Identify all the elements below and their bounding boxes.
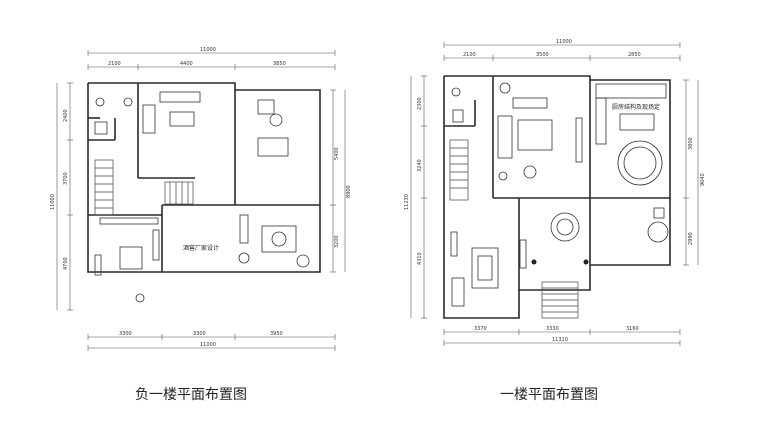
basement-top-seg-1: 2100 <box>108 61 121 67</box>
ground-left-seg-1: 2300 <box>417 97 423 110</box>
basement-top-seg-3: 3850 <box>273 61 286 67</box>
basement-bottom-seg-2: 3300 <box>193 331 206 337</box>
basement-walls <box>87 82 321 273</box>
basement-bottom-seg-3: 3950 <box>270 331 283 337</box>
basement-left-seg-1: 2400 <box>63 109 69 122</box>
ground-top-seg-2: 3500 <box>536 52 549 58</box>
ground-bottom-dimensions: 3370 3330 3160 11310 <box>443 326 681 346</box>
basement-bottom-dimensions: 3300 3300 3950 11000 <box>87 331 336 351</box>
ground-furniture <box>450 82 669 307</box>
ground-bottom-seg-1: 3370 <box>474 326 487 332</box>
basement-bottom-seg-1: 3300 <box>119 331 132 337</box>
ground-right-dimensions: 3800 2990 9040 <box>683 79 706 266</box>
ground-left-dimensions: 2300 3240 4310 11230 <box>404 75 427 319</box>
basement-left-seg-2: 3700 <box>63 172 69 185</box>
ground-left-total: 11230 <box>404 194 410 210</box>
basement-floor-plan: 11000 2100 4400 3850 <box>50 47 352 351</box>
basement-bottom-total: 11000 <box>200 342 216 348</box>
ground-plan-caption: 一楼平面布置图 <box>500 387 598 403</box>
basement-plan-caption: 负一楼平面布置图 <box>135 387 247 403</box>
ground-right-total: 9040 <box>700 173 706 186</box>
ground-top-total: 11000 <box>556 39 572 45</box>
basement-left-total: 11000 <box>50 194 56 210</box>
ground-bottom-seg-2: 3330 <box>546 326 559 332</box>
ground-bottom-total: 11310 <box>552 337 568 343</box>
ground-top-seg-3: 2850 <box>628 52 641 58</box>
ground-stairs <box>449 139 579 319</box>
ground-walls <box>443 75 671 319</box>
ground-top-seg-1: 2100 <box>463 52 476 58</box>
ground-left-seg-2: 3240 <box>417 159 423 172</box>
ground-bottom-seg-3: 3160 <box>626 326 639 332</box>
ground-right-seg-1: 3800 <box>688 137 694 150</box>
ground-room-label: 厨房结构及现场定 <box>612 103 660 111</box>
ground-floor-plan: 11000 2100 3500 2850 <box>404 39 706 346</box>
basement-furniture <box>94 91 310 303</box>
basement-top-dimensions: 11000 2100 4400 3850 <box>87 47 336 70</box>
basement-left-dimensions: 2400 3700 4700 11000 <box>50 82 73 311</box>
basement-right-seg-2: 3200 <box>334 235 340 248</box>
ground-top-dimensions: 11000 2100 3500 2850 <box>443 39 681 61</box>
basement-top-total: 11000 <box>200 47 216 53</box>
basement-right-seg-1: 5400 <box>334 147 340 160</box>
basement-stairs <box>94 159 194 216</box>
basement-right-dimensions: 5400 3200 8900 <box>330 89 352 273</box>
basement-room-label: 酒窖厂家设计 <box>183 244 219 252</box>
ground-right-seg-2: 2990 <box>688 232 694 245</box>
basement-left-seg-3: 4700 <box>63 257 69 270</box>
basement-top-seg-2: 4400 <box>180 61 193 67</box>
ground-left-seg-3: 4310 <box>417 252 423 265</box>
basement-right-total: 8900 <box>346 185 352 198</box>
